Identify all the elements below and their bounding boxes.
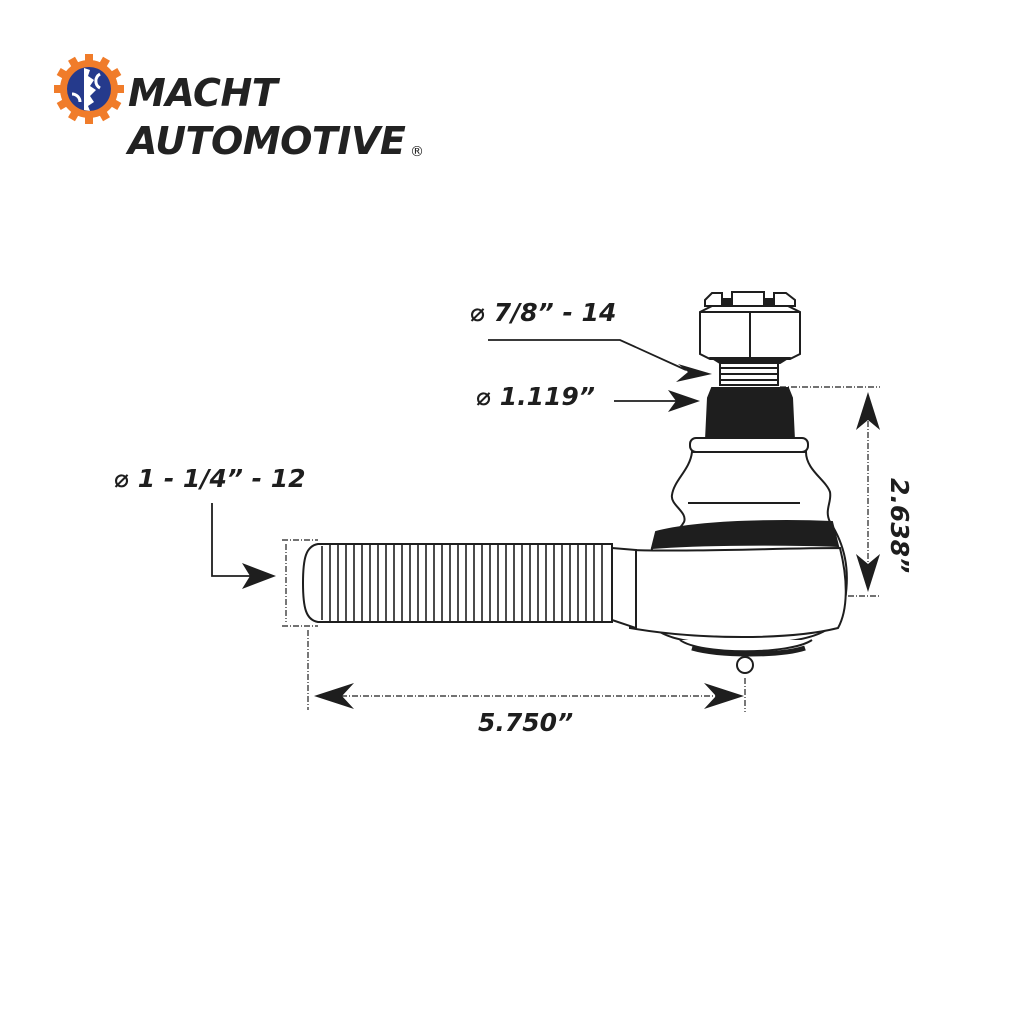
- registered-mark: ®: [410, 144, 424, 160]
- threaded-shank: [301, 543, 613, 623]
- height-label: 2.638”: [885, 478, 914, 574]
- castle-nut: [699, 291, 801, 364]
- stud-threads: [719, 362, 779, 386]
- dimension-arrowheads: [242, 364, 880, 709]
- length-label: 5.750”: [478, 708, 574, 737]
- brand-name-line2: AUTOMOTIVE: [128, 119, 406, 163]
- shank-thread-label: ⌀ 1 - 1/4” - 12: [114, 464, 306, 493]
- stud-thread-label: ⌀ 7/8” - 14: [470, 298, 617, 327]
- brand-logo: MACHT AUTOMOTIVE ®: [54, 54, 434, 164]
- taper-diameter-label: ⌀ 1.119”: [476, 382, 595, 411]
- gear-logo-icon: [54, 54, 124, 124]
- brand-name-line1: MACHT: [128, 71, 278, 115]
- taper-stud: [704, 387, 796, 441]
